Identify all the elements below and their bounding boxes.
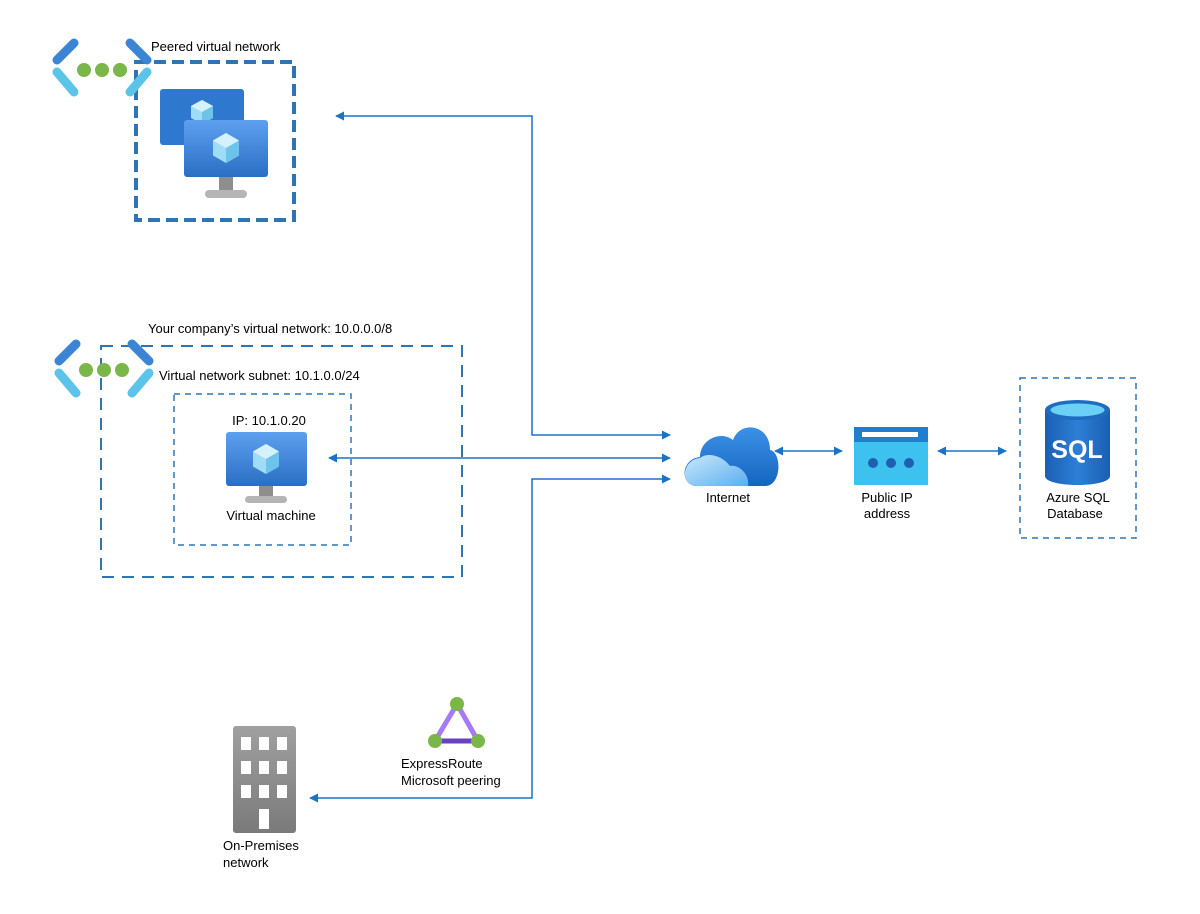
sql-label-line1: Azure SQL — [1046, 490, 1110, 505]
virtual-machine-icon — [160, 89, 268, 198]
building-icon — [233, 726, 296, 833]
sql-icon-text: SQL — [1051, 436, 1102, 464]
peered-vnet-label: Peered virtual network — [151, 39, 281, 54]
sql-box — [1019, 377, 1137, 539]
virtual-machine-icon — [226, 432, 307, 503]
connector-peered-to-internet — [335, 111, 671, 440]
sql-label-line2: Database — [1047, 506, 1103, 521]
public-ip-label-line1: Public IP — [861, 490, 912, 505]
virtual-network-icon — [52, 38, 152, 97]
expressroute-icon — [428, 697, 485, 748]
vm-ip-label: IP: 10.1.0.20 — [232, 413, 306, 428]
vm-name-label: Virtual machine — [226, 508, 315, 523]
company-vnet-label: Your company’s virtual network: 10.0.0.0… — [148, 321, 392, 336]
company-vnet-box — [100, 345, 463, 578]
onprem-label-line2: network — [223, 855, 269, 870]
subnet-box — [173, 393, 352, 546]
connectors — [309, 111, 1007, 803]
public-ip-icon — [854, 427, 928, 485]
internet-label: Internet — [706, 490, 750, 505]
cloud-icon — [684, 427, 779, 486]
expressroute-label-line2: Microsoft peering — [401, 773, 501, 788]
subnet-label: Virtual network subnet: 10.1.0.0/24 — [159, 368, 360, 383]
public-ip-label-line2: address — [864, 506, 911, 521]
connector-onprem-to-internet — [309, 474, 671, 803]
virtual-network-icon — [54, 339, 154, 398]
peered-vnet-box — [134, 60, 296, 222]
onprem-label-line1: On-Premises — [223, 838, 299, 853]
sql-database-icon: SQL — [1045, 400, 1110, 485]
expressroute-label-line1: ExpressRoute — [401, 756, 483, 771]
